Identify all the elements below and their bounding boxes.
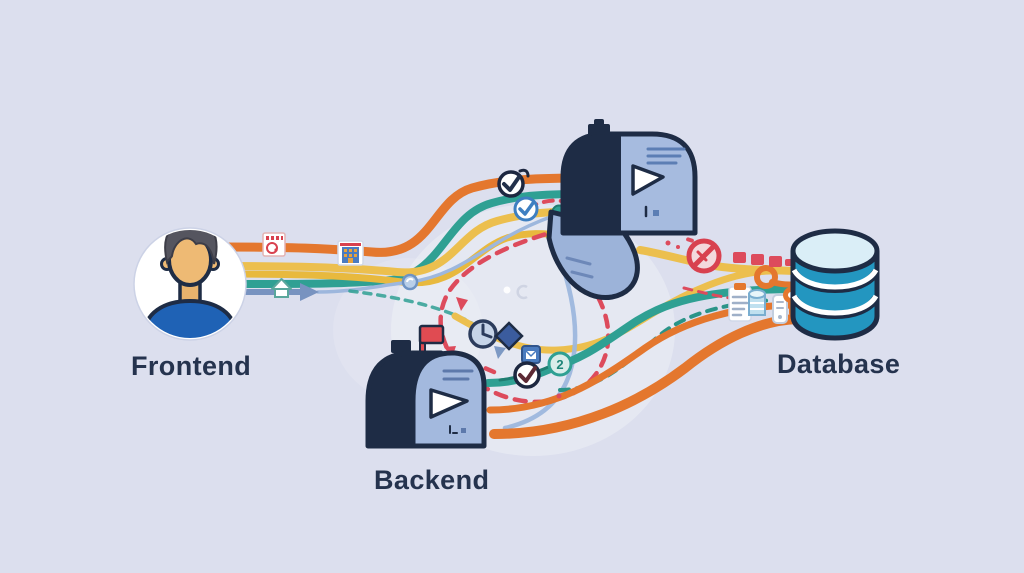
envelope-badge: [521, 345, 541, 364]
message-count-badge: 2: [547, 351, 573, 377]
check-circle-top: [497, 168, 530, 198]
flow-line-orange-b-db: [489, 314, 803, 439]
mini-database-icon: [748, 289, 766, 316]
flow-line-slate-thin: [316, 214, 555, 294]
check-circle-backend: [513, 361, 541, 389]
house-icon: [271, 278, 292, 298]
mailbox-queue-bottom: [365, 324, 487, 449]
diamond-icon: [494, 321, 524, 351]
mailbox-queue-top: [546, 119, 698, 301]
blue-check-circle: [513, 196, 539, 222]
phone-icon: [772, 294, 788, 324]
arrowhead-icon: [300, 283, 319, 301]
mail-slot-icon: [429, 388, 469, 419]
clipboard-icon: [728, 283, 752, 322]
mail-slot-icon: [631, 164, 665, 196]
stamp-icon: [262, 232, 286, 257]
sync-badge-icon: [401, 273, 419, 291]
database-cylinder: [790, 228, 880, 341]
avatar-hair: [164, 230, 218, 265]
building-icon: [337, 240, 364, 266]
backend-label: Backend: [374, 465, 490, 495]
red-dot: [556, 393, 562, 399]
message-count-value: 2: [556, 357, 563, 372]
slate-arrowhead-icon: [494, 346, 506, 359]
center-dot: [503, 286, 511, 294]
database-label: Database: [777, 349, 901, 379]
center-c-mark: [516, 284, 528, 300]
mailbox-opening: [563, 134, 621, 233]
no-entry-icon: [686, 238, 722, 274]
orange-loop-curl: [754, 265, 778, 289]
loop-arrowhead-icon: [456, 297, 468, 311]
avatar-shirt: [142, 298, 238, 338]
flow-line-yellow-b: [223, 230, 574, 287]
clock-icon: [468, 319, 498, 349]
flow-line-teal: [224, 190, 589, 288]
frontend-label: Frontend: [131, 351, 252, 381]
person-avatar: [133, 227, 247, 341]
